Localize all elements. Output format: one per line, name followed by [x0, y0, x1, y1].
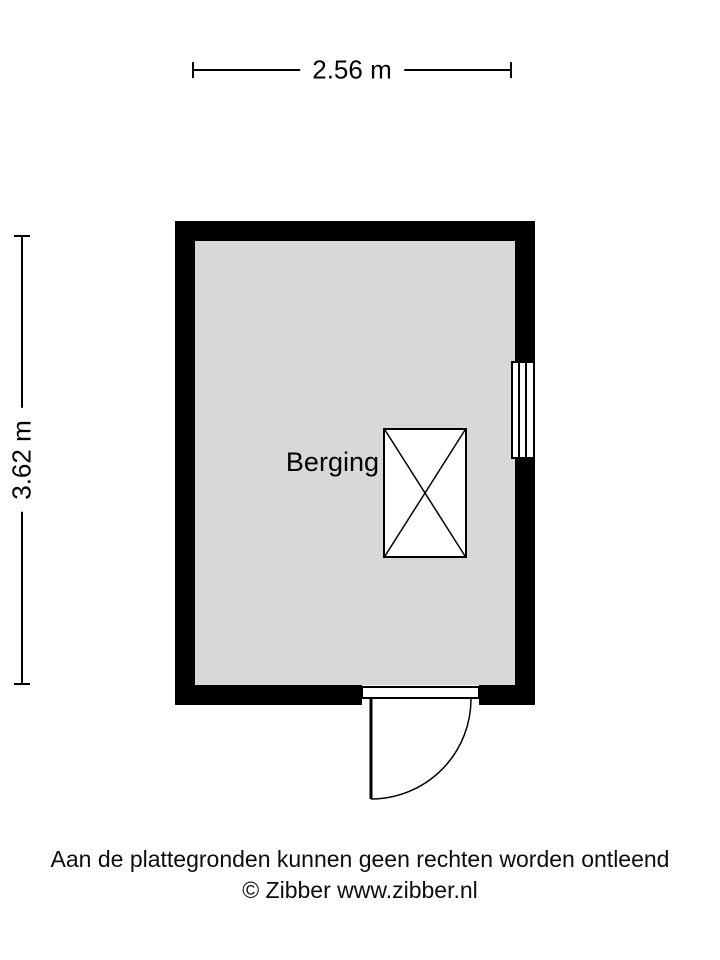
- door-swing-arc: [370, 698, 472, 800]
- height-dimension-label: 3.62 m: [5, 408, 39, 512]
- copyright-text: © Zibber www.zibber.nl: [242, 877, 478, 903]
- window-pane-line: [518, 363, 520, 457]
- door-symbol: [369, 698, 472, 800]
- width-dimension-label: 2.56 m: [300, 53, 404, 87]
- door-threshold-symbol: [361, 686, 480, 699]
- width-dimension-tick-left: [192, 62, 194, 78]
- window-symbol: [511, 361, 535, 459]
- room-name-label: Berging: [285, 447, 379, 477]
- roof-window-symbol: [383, 428, 467, 558]
- width-dimension-tick-right: [510, 62, 512, 78]
- roof-window-diagonal: [384, 429, 466, 557]
- window-pane-line: [525, 363, 527, 457]
- height-dimension-tick-top: [14, 235, 30, 237]
- height-dimension-tick-bottom: [14, 683, 30, 685]
- disclaimer-text: Aan de plattegronden kunnen geen rechten…: [50, 846, 670, 872]
